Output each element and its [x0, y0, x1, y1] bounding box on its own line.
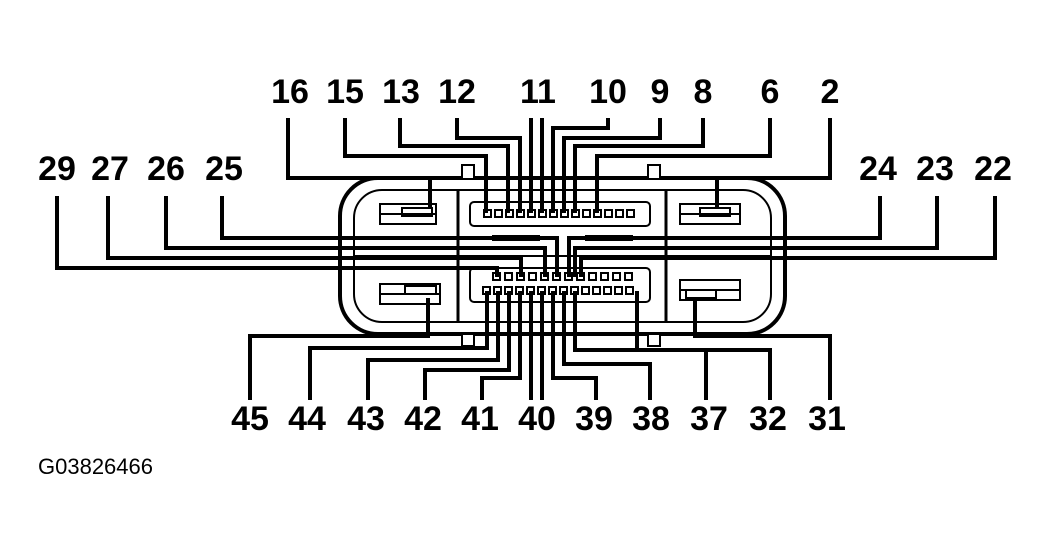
upper-pin-cavities [483, 209, 635, 218]
latch-tab-top-right [647, 164, 661, 180]
pin-label-22: 22 [974, 150, 1012, 188]
side-leader-lines [55, 196, 997, 277]
leader-25 [220, 196, 559, 277]
pin-label-15: 15 [326, 73, 364, 111]
pin-label-39: 39 [575, 400, 613, 438]
leader-39 [551, 291, 598, 400]
right-pin-labels: 24 23 22 [859, 150, 1012, 188]
leader-45 [248, 298, 430, 400]
pin-label-29: 29 [38, 150, 76, 188]
leader-15 [343, 118, 488, 213]
pin-label-43: 43 [347, 400, 385, 438]
pin-label-9: 9 [651, 73, 670, 111]
latch-tab-bottom-left [461, 333, 475, 347]
power-terminal-upper-right [679, 203, 741, 225]
pin-label-40: 40 [518, 400, 556, 438]
pin-label-25: 25 [205, 150, 243, 188]
pin-label-11: 11 [520, 73, 556, 111]
power-terminal-lower-right [679, 279, 741, 301]
leader-27 [106, 196, 523, 277]
leader-29 [55, 196, 499, 277]
leader-26 [164, 196, 547, 277]
leader-16 [286, 118, 432, 208]
pin-label-42: 42 [404, 400, 442, 438]
leader-23 [573, 196, 939, 277]
leader-38 [562, 291, 652, 400]
leader-44 [308, 291, 489, 400]
bottom-leader-lines [248, 291, 832, 400]
leader-6 [595, 118, 772, 213]
bottom-pin-labels: 45 44 43 42 41 40 39 38 37 32 31 [231, 400, 846, 438]
pin-label-41: 41 [461, 400, 499, 438]
leader-42 [423, 291, 511, 400]
pin-label-38: 38 [632, 400, 670, 438]
pin-label-44: 44 [288, 400, 326, 438]
pin-label-6: 6 [761, 73, 780, 111]
top-leader-lines [286, 118, 832, 213]
pin-label-27: 27 [91, 150, 129, 188]
pin-label-37: 37 [690, 400, 728, 438]
leader-24 [567, 196, 882, 277]
left-pin-labels: 29 27 26 25 [38, 150, 243, 188]
leader-22 [579, 196, 997, 277]
leader-32 [635, 291, 772, 400]
pin-label-32: 32 [749, 400, 787, 438]
leader-9 [562, 118, 662, 213]
pin-label-26: 26 [147, 150, 185, 188]
latch-tab-bottom-right [647, 333, 661, 347]
pin-label-16: 16 [271, 73, 309, 111]
leader-10 [551, 118, 610, 213]
top-pin-labels: 16 15 13 12 11 10 9 8 6 2 [271, 73, 839, 111]
pin-label-31: 31 [808, 400, 846, 438]
pin-label-45: 45 [231, 400, 269, 438]
leader-2 [715, 118, 832, 208]
pin-label-12: 12 [438, 73, 476, 111]
pin-label-2: 2 [821, 73, 840, 111]
power-terminal-lower-left [379, 283, 441, 305]
leader-41 [480, 291, 522, 400]
pin-label-23: 23 [916, 150, 954, 188]
power-terminal-upper-left [379, 203, 437, 225]
leader-12 [455, 118, 522, 213]
leader-31 [693, 300, 832, 400]
pin-label-24: 24 [859, 150, 897, 188]
pin-label-10: 10 [589, 73, 627, 111]
leader-8 [573, 118, 705, 213]
latch-tab-top-left [461, 164, 475, 180]
pin-label-8: 8 [694, 73, 713, 111]
leader-43 [366, 291, 500, 400]
leader-13 [398, 118, 510, 213]
figure-id: G03826466 [38, 454, 153, 479]
pin-label-13: 13 [382, 73, 420, 111]
lower-pin-cavities-row2 [482, 286, 634, 295]
